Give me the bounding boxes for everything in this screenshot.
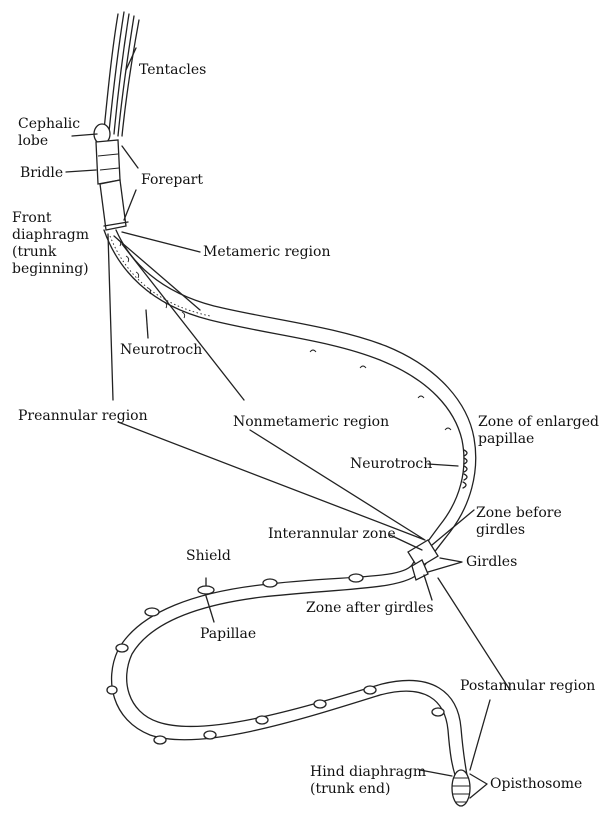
forepart-drawing (93, 123, 129, 231)
label-nonmetameric-region: Nonmetameric region (233, 414, 390, 430)
label-preannular-region: Preannular region (18, 408, 148, 424)
tentacles-drawing (103, 11, 140, 137)
label-cephalic-lobe: Cephalic lobe (18, 116, 81, 149)
label-interannular-zone: Interannular zone (268, 526, 396, 542)
label-forepart: Forepart (141, 172, 203, 188)
label-neurotroch-upper: Neurotroch (120, 342, 203, 358)
label-opisthosome: Opisthosome (490, 776, 583, 792)
label-neurotroch-lower: Neurotroch (350, 456, 433, 472)
label-hind-diaphragm: Hind diaphragm (trunk end) (310, 764, 427, 797)
label-metameric-region: Metameric region (203, 244, 331, 260)
label-zone-enlarged-papillae: Zone of enlarged papillae (478, 414, 599, 447)
label-girdles: Girdles (466, 554, 518, 570)
label-front-diaphragm: Front diaphragm (trunk beginning) (12, 210, 90, 277)
leader-lines (65, 47, 511, 799)
opisthosome-drawing (451, 769, 471, 807)
enlarged-papillae-drawing (462, 449, 468, 489)
label-bridle: Bridle (20, 165, 64, 181)
label-zone-after-girdles: Zone after girdles (306, 600, 434, 616)
shields-drawing (106, 573, 445, 745)
label-papillae: Papillae (200, 626, 257, 642)
label-zone-before-girdles: Zone before girdles (476, 505, 562, 538)
label-shield: Shield (186, 548, 231, 564)
label-tentacles: Tentacles (139, 62, 207, 78)
label-postannular-region: Postannular region (460, 678, 596, 694)
trunk-drawing (103, 229, 477, 776)
